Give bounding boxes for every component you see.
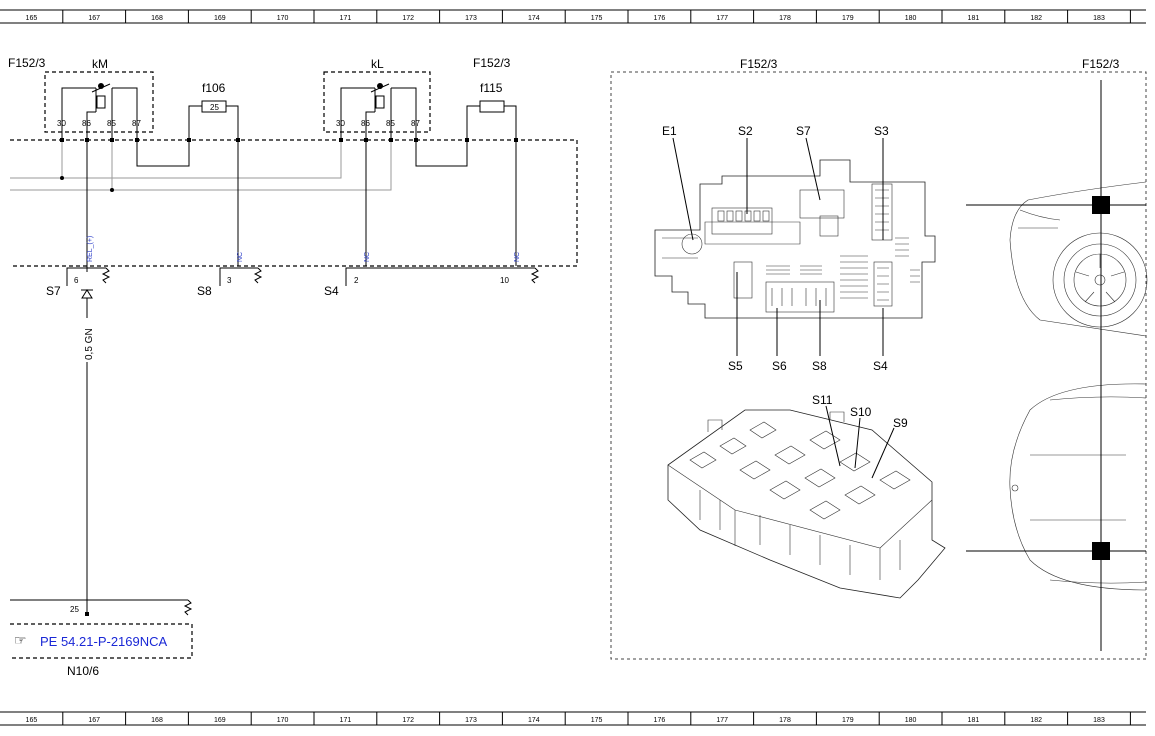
bottom-ruler-label: 178 — [779, 717, 791, 724]
top-ruler-label: 167 — [88, 15, 100, 22]
bottom-ruler-label: 183 — [1093, 717, 1105, 724]
fuse-box-enclosure — [10, 139, 578, 267]
locator-label-s7: S7 — [796, 124, 811, 138]
module-n10-6: 25 ☞ PE 54.21-P-2169NCA N10/6 — [10, 599, 193, 678]
fuse-box-ref-center: F152/3 — [473, 56, 511, 70]
connector-s4-pin-2: 10 — [500, 276, 509, 285]
connector-s7: 6 S7 — [46, 267, 111, 299]
relay-km-label: kM — [92, 57, 108, 71]
connector-s7-label: S7 — [46, 284, 61, 298]
bottom-ruler-label: 172 — [402, 717, 414, 724]
fuse-box-3d-view — [667, 409, 946, 599]
module-pin: 25 — [70, 605, 79, 614]
locator-panel — [610, 71, 1147, 660]
module-label: N10/6 — [67, 664, 99, 678]
bottom-ruler-label: 175 — [591, 717, 603, 724]
connector-s8-label: S8 — [197, 284, 212, 298]
top-ruler-label: 182 — [1030, 15, 1042, 22]
locator-label-s5: S5 — [728, 359, 743, 373]
locator-label-s4: S4 — [873, 359, 888, 373]
locator-label-s8: S8 — [812, 359, 827, 373]
connector-s4-pin-1: 2 — [354, 276, 359, 285]
relay-kl-label: kL — [371, 57, 384, 71]
fuse-f115: f115 — [466, 81, 517, 140]
bottom-ruler-label: 168 — [151, 717, 163, 724]
top-ruler-label: 170 — [277, 15, 289, 22]
wire-tag-nc-3: NC — [514, 252, 521, 262]
wire-tag-nc-2: NC — [364, 252, 371, 262]
top-ruler-label: 168 — [151, 15, 163, 22]
wire-tag-nc-1: NC — [237, 252, 244, 262]
top-ruler-label: 183 — [1093, 15, 1105, 22]
locator-label-s6: S6 — [772, 359, 787, 373]
fuse-f106-rating: 25 — [210, 103, 219, 112]
top-ruler-label: 181 — [968, 15, 980, 22]
top-ruler-label: 177 — [716, 15, 728, 22]
relay-kl: kL 30 86 85 87 — [323, 57, 431, 133]
wire-tag-rel: REL_(+) — [87, 236, 94, 262]
hand-pointer-icon: ☞ — [14, 632, 27, 648]
locator-label-e1: E1 — [662, 124, 677, 138]
bottom-ruler-label: 169 — [214, 717, 226, 724]
fuse-box-ref-car: F152/3 — [1082, 57, 1120, 71]
fuse-box-ref-picture: F152/3 — [740, 57, 778, 71]
top-ruler-label: 165 — [26, 15, 38, 22]
locator-label-s9: S9 — [893, 416, 908, 430]
locator-label-s3: S3 — [874, 124, 889, 138]
top-ruler-label: 178 — [779, 15, 791, 22]
locator-label-s10: S10 — [850, 405, 872, 419]
bottom-ruler-label: 173 — [465, 717, 477, 724]
top-ruler-label: 180 — [905, 15, 917, 22]
bottom-ruler-label: 167 — [88, 717, 100, 724]
locator-leaders-bottom — [825, 405, 895, 479]
fuse-f115-label: f115 — [480, 81, 503, 95]
bottom-ruler-label: 177 — [716, 717, 728, 724]
connector-s8-pin: 3 — [227, 276, 232, 285]
bottom-ruler-label: 165 — [26, 717, 38, 724]
top-ruler-label: 171 — [340, 15, 352, 22]
top-ruler: 165 167 168 169 170 171 172 173 174 175 176 177 178 1… — [0, 9, 1146, 24]
connector-s8: 3 S8 — [197, 267, 263, 298]
connector-s4-label: S4 — [324, 284, 339, 298]
bottom-ruler-label: 179 — [842, 717, 854, 724]
bottom-ruler-label: 181 — [968, 717, 980, 724]
fuse-box-top-view — [654, 159, 936, 319]
connector-s4: 2 10 S4 — [324, 267, 540, 298]
bottom-ruler-label: 180 — [905, 717, 917, 724]
top-ruler-label: 169 — [214, 15, 226, 22]
module-doc-link[interactable]: PE 54.21-P-2169NCA — [40, 634, 168, 649]
locator-label-s11: S11 — [812, 393, 833, 407]
locator-label-s2: S2 — [738, 124, 753, 138]
top-ruler-label: 174 — [528, 15, 540, 22]
circuit-wires — [10, 122, 518, 272]
top-ruler-label: 176 — [654, 15, 666, 22]
top-ruler-label: 172 — [402, 15, 414, 22]
relay-km: kM 30 86 85 87 — [44, 57, 154, 133]
bottom-ruler: 165 167 168 169 170 171 172 173 174 175 176 177 178 1… — [0, 711, 1146, 726]
fuse-f106-label: f106 — [202, 81, 226, 95]
wire-color-label: 0,5 GN — [84, 328, 95, 360]
fuse-f106: f106 25 — [188, 81, 239, 140]
bottom-ruler-label: 171 — [340, 717, 352, 724]
bottom-ruler-label: 170 — [277, 717, 289, 724]
locator-leaders-top — [672, 137, 884, 356]
bottom-ruler-label: 176 — [654, 717, 666, 724]
bottom-ruler-label: 174 — [528, 717, 540, 724]
top-ruler-label: 175 — [591, 15, 603, 22]
fuse-box-ref-left: F152/3 — [8, 56, 46, 70]
top-ruler-label: 173 — [465, 15, 477, 22]
top-ruler-label: 179 — [842, 15, 854, 22]
car-top-view — [1009, 383, 1147, 591]
connector-s7-pin: 6 — [74, 276, 79, 285]
car-side-view — [1009, 181, 1148, 337]
location-crosshair — [966, 80, 1146, 651]
bottom-ruler-label: 182 — [1030, 717, 1042, 724]
